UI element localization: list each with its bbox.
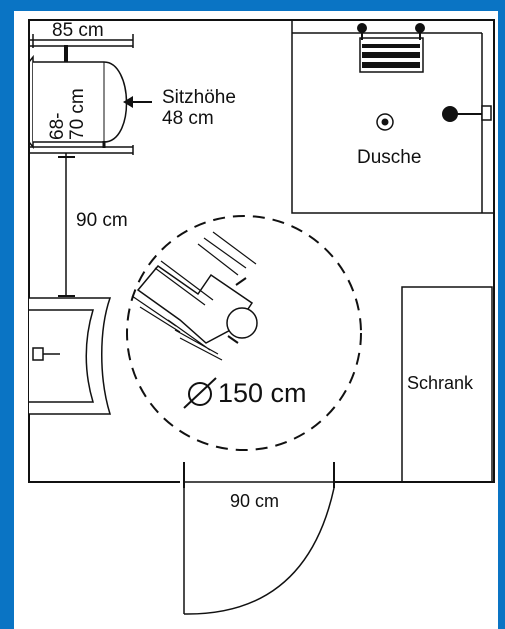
seat-height-label: Sitzhöhe 48 cm — [162, 87, 236, 130]
top-frame-bar — [0, 0, 505, 11]
door-width-label: 90 cm — [230, 491, 280, 511]
shower-label: Dusche — [357, 147, 422, 168]
clearance-dimension-line — [58, 153, 75, 297]
door-swing-icon — [180, 462, 335, 615]
cabinet-label: Schrank — [407, 373, 474, 393]
seat-height-arrow — [123, 96, 152, 108]
cabinet — [401, 286, 493, 483]
toilet-width-label: 85 cm — [52, 20, 104, 41]
left-frame-bar — [0, 0, 14, 629]
turning-circle-label: 150 cm — [218, 378, 307, 408]
clearance-label: 90 cm — [76, 210, 128, 231]
wheelchair-user-icon — [131, 231, 258, 361]
shower-seat-icon — [357, 23, 425, 73]
shower-area — [291, 19, 495, 214]
toilet-depth-label: 68- 70 cm — [47, 88, 88, 140]
shower-head-icon — [442, 105, 492, 122]
sink-icon — [29, 297, 112, 415]
right-frame-bar — [498, 0, 505, 629]
shower-drain-icon — [376, 113, 394, 131]
turning-circle — [126, 215, 362, 451]
diameter-symbol-icon — [183, 377, 217, 409]
